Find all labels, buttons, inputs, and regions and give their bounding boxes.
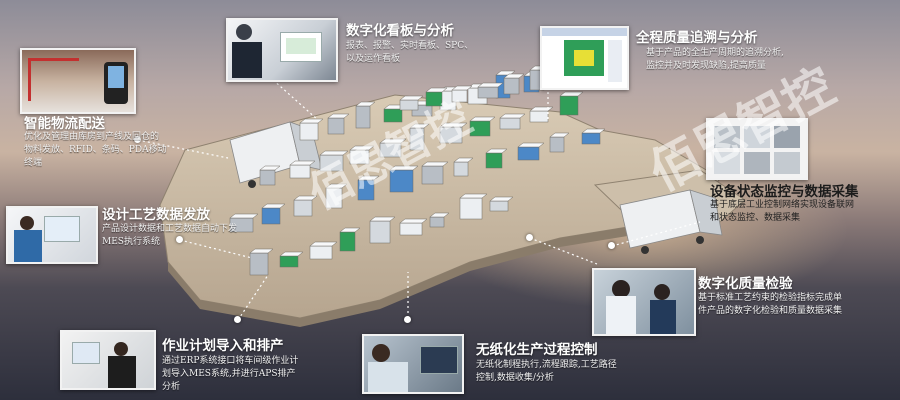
leader-lines xyxy=(137,62,701,321)
design-data-photo xyxy=(6,206,98,264)
leader-logistics xyxy=(137,139,229,159)
machine-block xyxy=(425,87,448,107)
machine-block xyxy=(319,150,349,172)
machine-block xyxy=(439,122,468,144)
dot-paperless xyxy=(404,316,411,323)
machine-block xyxy=(459,193,488,220)
machines xyxy=(229,65,606,276)
planning-photo xyxy=(60,330,156,390)
leader-design xyxy=(179,239,253,259)
machine-block xyxy=(309,241,338,260)
inspection-desc: 基于标准工艺约束的检验指标完成单件产品的数字化检验和质量数据采集 xyxy=(698,293,843,316)
design-data-title: 设计工艺数据发放 xyxy=(102,207,210,223)
planning-title: 作业计划导入和排产 xyxy=(162,338,284,354)
machine-block xyxy=(357,175,380,201)
kanban-title: 数字化看板与分析 xyxy=(346,23,454,39)
machine-block xyxy=(261,203,286,225)
dot-inspection xyxy=(526,234,533,241)
paperless-desc: 无纸化制程执行,流程跟踪,工艺路径控制,数据收集/分析 xyxy=(476,360,617,383)
machine-block xyxy=(355,101,376,129)
monitoring-title: 设备状态监控与数据采集 xyxy=(710,184,859,200)
paperless-title: 无纸化生产过程控制 xyxy=(476,342,598,358)
leader-planning xyxy=(237,274,269,321)
monitoring-desc: 基于底层工业控制网络实现设备联网和状态监控、数据采集 xyxy=(710,200,855,223)
kanban-desc: 报表、报警、实时看板、SPC、以及运作看板 xyxy=(346,41,474,64)
planning-desc: 通过ERP系统接口将车间级作业计划导入MES系统,并进行APS排产分析 xyxy=(162,356,299,392)
quality-trace-desc: 基于产品的全生产周期的追溯分析,监控并及时发现缺陷,提高质量 xyxy=(646,48,784,71)
monitoring-photo xyxy=(706,118,808,180)
machine-block xyxy=(409,123,430,151)
machine-block xyxy=(389,165,419,193)
machine-block xyxy=(289,160,316,179)
machine-block xyxy=(299,118,324,141)
logistics-title: 智能物流配送 xyxy=(24,116,105,132)
machine-block xyxy=(399,218,428,236)
machine-block xyxy=(453,157,474,177)
machine-block xyxy=(559,91,584,116)
kanban-photo xyxy=(226,18,338,82)
machine-block xyxy=(499,113,526,130)
machine-block xyxy=(379,138,407,158)
leader-monitoring xyxy=(611,221,701,247)
machine-block xyxy=(477,82,504,99)
machine-block xyxy=(369,216,396,244)
machine-block xyxy=(279,251,304,268)
machine-block xyxy=(325,183,348,209)
quality-trace-title: 全程质量追溯与分析 xyxy=(636,30,758,46)
inspection-photo xyxy=(592,268,696,336)
machine-block xyxy=(469,116,496,137)
machine-block xyxy=(529,106,554,123)
machine-block xyxy=(327,113,350,135)
quality-trace-screenshot xyxy=(540,26,629,90)
machine-block xyxy=(549,132,570,153)
paperless-photo xyxy=(362,334,464,394)
machine-block xyxy=(489,196,514,212)
inspection-title: 数字化质量检验 xyxy=(698,276,793,292)
machine-block xyxy=(339,227,361,252)
dot-monitoring xyxy=(608,242,615,249)
machine-block xyxy=(259,165,281,186)
machine-block xyxy=(421,161,449,185)
leader-inspection xyxy=(529,237,598,265)
dot-planning xyxy=(234,316,241,323)
machine-block xyxy=(485,148,508,169)
dot-design xyxy=(176,236,183,243)
machine-block xyxy=(429,212,450,228)
logistics-desc: 优化及管理由库房到产线及回仓的物料发放、RFID、条码、PDA移动终端 xyxy=(24,132,167,168)
machine-block xyxy=(581,128,606,145)
machine-block xyxy=(229,213,259,233)
truck-right xyxy=(619,189,723,254)
logistics-photo xyxy=(20,48,136,114)
machine-block xyxy=(349,145,375,165)
machine-block xyxy=(517,142,545,161)
dot-logistics xyxy=(134,136,141,143)
machine-block xyxy=(249,248,274,276)
machine-block xyxy=(451,85,473,103)
machine-block xyxy=(399,95,424,111)
machine-block xyxy=(503,73,525,95)
machine-block xyxy=(293,195,318,217)
